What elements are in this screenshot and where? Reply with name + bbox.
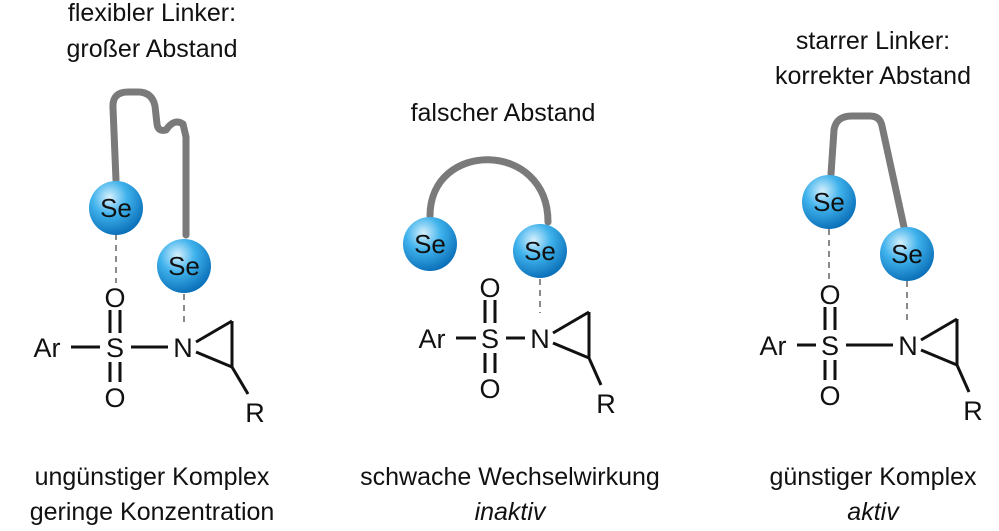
selenium-sphere [403, 217, 457, 271]
aziridine-bond [195, 319, 233, 344]
panel-2-subcaption: inaktiv [475, 498, 547, 526]
aziridine-bond [920, 348, 958, 367]
aziridine-bond [195, 350, 233, 369]
selenium-label: Se [414, 229, 446, 259]
nitrogen-label: N [530, 324, 550, 354]
oxygen-label: O [479, 374, 500, 404]
aryl-label: Ar [419, 324, 446, 354]
nitrogen-label: N [173, 333, 193, 363]
panel-1-title-line-2: großer Abstand [67, 35, 238, 63]
panel-rigid-linker: starrer Linker: korrekter Abstand Se Se … [760, 27, 983, 526]
substituent-label: R [245, 398, 265, 428]
arc-linker-chain [426, 156, 552, 226]
panel-wrong-distance: falscher Abstand Se Se Ar S O O N R schw… [360, 99, 660, 526]
aryl-label: Ar [34, 333, 61, 363]
panel-2-caption: schwache Wechselwirkung [360, 463, 660, 491]
oxygen-label: O [104, 383, 125, 413]
selenium-sphere [89, 181, 143, 235]
aziridine-bond [552, 341, 590, 360]
oxygen-label: O [819, 280, 840, 310]
panel-1-title-line-1: flexibler Linker: [68, 0, 236, 27]
selenium-label: Se [813, 187, 845, 217]
panel-3-title-line-1: starrer Linker: [796, 27, 950, 55]
aziridine-bond [920, 317, 958, 342]
aziridine-r-bond [587, 357, 603, 386]
oxygen-label: O [479, 273, 500, 303]
panel-1-subcaption: geringe Konzentration [30, 498, 275, 526]
panel-3-title-line-2: korrekter Abstand [775, 62, 971, 90]
aziridine-bond [552, 310, 590, 335]
rigid-linker-chain [827, 112, 908, 231]
selenium-sphere [157, 239, 211, 293]
aziridine-r-bond [230, 366, 250, 395]
panel-3-caption: günstiger Komplex [769, 463, 977, 491]
substituent-label: R [596, 389, 616, 419]
sulfur-label: S [821, 331, 839, 361]
flexible-linker-chain [109, 88, 190, 239]
selenium-label: Se [100, 193, 132, 223]
sulfur-label: S [481, 324, 499, 354]
aziridine-r-bond [955, 364, 971, 393]
nitrogen-label: N [898, 331, 918, 361]
panel-flexible-linker: flexibler Linker: großer Abstand Se Se A… [30, 0, 275, 526]
selenium-sphere [513, 224, 567, 278]
panel-1-caption: ungünstiger Komplex [35, 463, 270, 491]
selenium-sphere [802, 175, 856, 229]
selenium-label: Se [524, 236, 556, 266]
oxygen-label: O [819, 381, 840, 411]
selenium-label: Se [168, 251, 200, 281]
substituent-label: R [963, 396, 983, 426]
selenium-label: Se [891, 239, 923, 269]
oxygen-label: O [104, 283, 125, 313]
panel-2-title: falscher Abstand [411, 99, 596, 127]
aryl-label: Ar [760, 331, 787, 361]
sulfur-label: S [106, 333, 124, 363]
panel-3-subcaption: aktiv [847, 498, 900, 526]
selenium-sphere [880, 227, 934, 281]
